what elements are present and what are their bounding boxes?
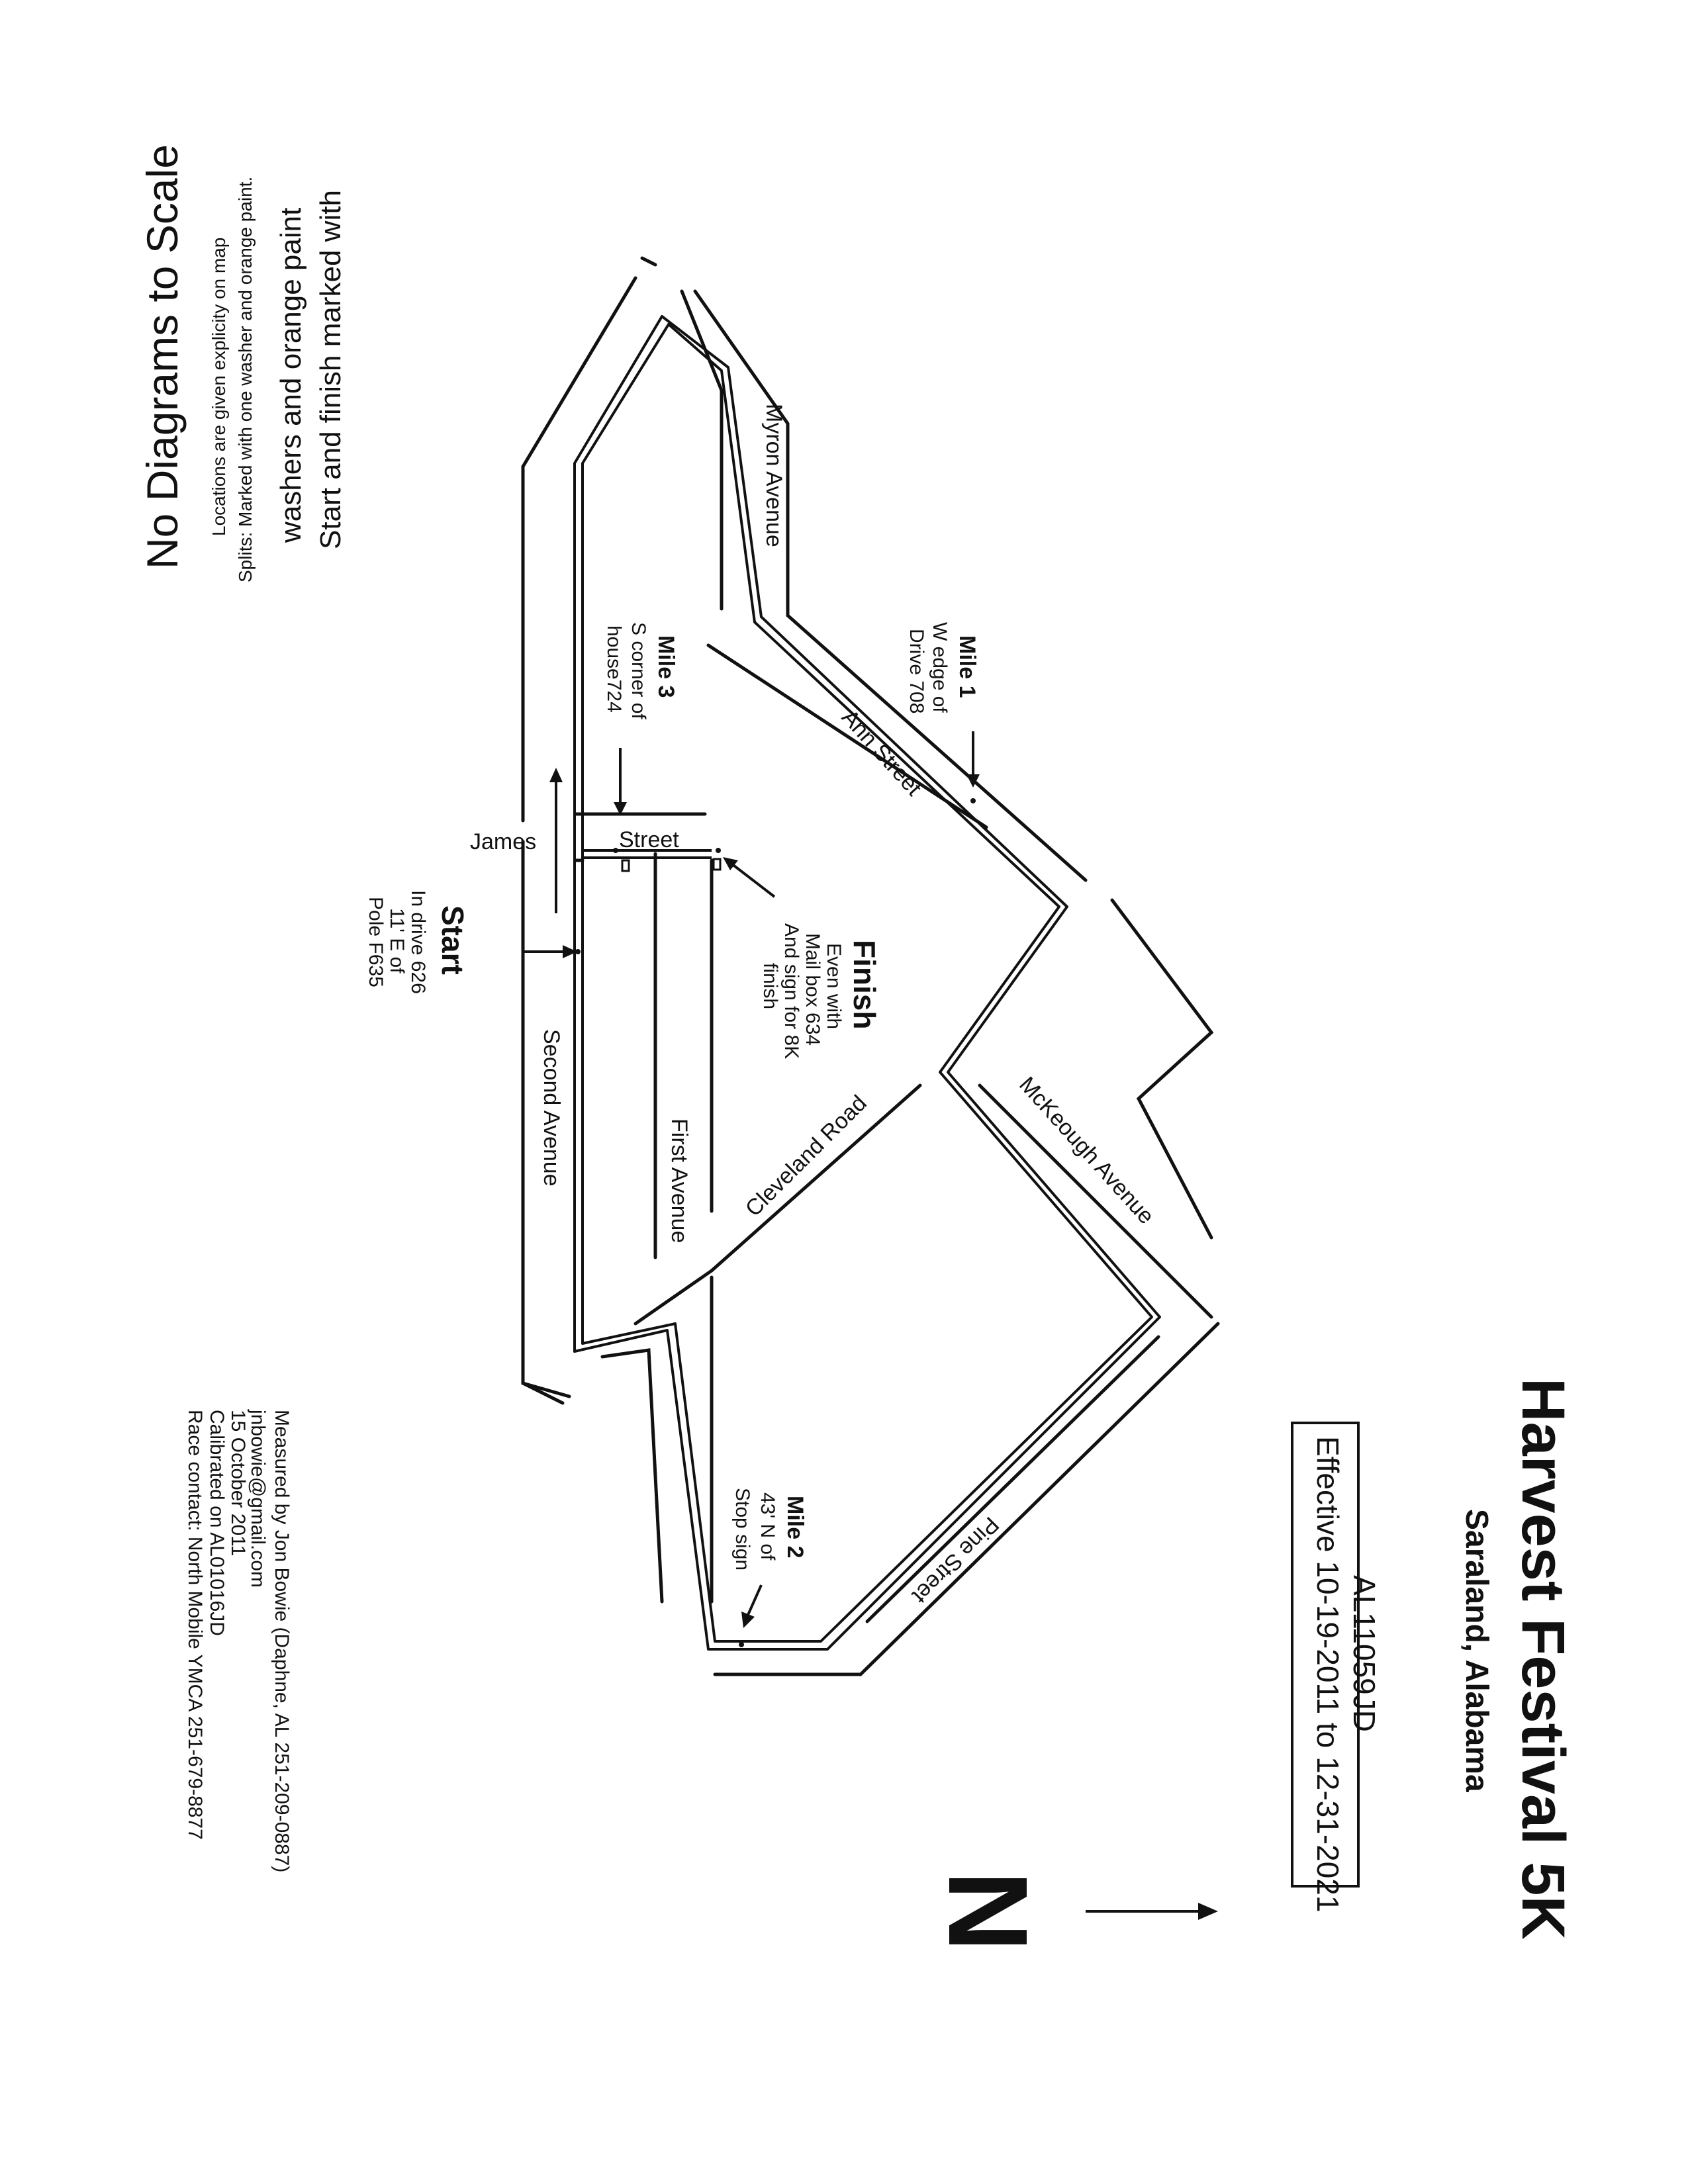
direction-arrow-head [549,768,563,782]
pine-street-edge-inner [865,1335,1160,1623]
street-edges [521,256,1220,1676]
mile-1-title: Mile 1 [955,635,980,698]
splits-note-line1: Splits: Marked with one washer and orang… [235,177,256,582]
mile-1-line1: W edge of [929,622,951,713]
mile-2-line2: Stop sign [731,1488,753,1570]
north-label: N [925,1871,1051,1952]
label-james: James [470,829,536,854]
cleveland-road-edge-south [633,1269,714,1326]
label-first-avenue: First Avenue [667,1118,692,1243]
label-second-avenue: Second Avenue [539,1029,564,1187]
start-arrow-head [563,945,577,958]
finish-arrow-head [723,857,738,870]
label-myron-avenue: Myron Avenue [761,404,786,547]
label-ann-street: Ann Street [837,705,927,801]
race-contact: Race contact: North Mobile YMCA 251-679-… [184,1410,206,1840]
mile-2-marker: Mile 2 43' N of Stop sign [731,1488,808,1628]
finish-line4: finish [759,963,781,1009]
calibration: Calibrated on AL01016JD [206,1410,228,1636]
mile-3-line2: house724 [603,625,625,713]
certification-effective: Effective 10-19-2011 to 12-31-2021 [1311,1436,1345,1912]
myron-avenue-edge-outer [693,289,790,617]
measurement-credits: Measured by Jon Bowie (Daphne, AL 251-20… [184,1409,293,1872]
marking-note-line2: washers and orange paint [275,208,307,543]
washer-mile-3 [613,848,618,853]
cleveland-road-edge-north [710,1083,922,1273]
mile-3-marker: Mile 3 S corner of house724 [603,622,679,815]
mile-2-arrow-head [741,1612,755,1628]
certification-code: AL11059JD [1347,1575,1382,1732]
mile-1-marker: Mile 1 W edge of Drive 708 [906,622,980,788]
splits-note-line2: Locations are given explicity on map [209,238,229,536]
second-avenue-lower-outer [521,1381,565,1405]
mckeough-avenue-edge-outer [978,1083,1213,1319]
washer-finish [716,848,721,853]
finish-line3: And sign for 8K [780,923,802,1059]
finish-title: Finish [847,940,882,1029]
ann-street-edge-north [786,614,1088,882]
label-mckeough-avenue: McKeough Avenue [1014,1072,1159,1229]
route-outline [581,323,1153,1643]
mailbox-symbol [712,858,722,871]
finish-arrow [730,862,776,898]
start-marker: Start In drive 626 11' E of Pole F635 [365,768,577,994]
second-avenue-lower-edge [600,1348,664,1604]
mckeough-avenue-edge-north [1110,898,1214,1240]
start-line2: 11' E of [386,908,408,974]
marking-notes: Start and finish marked with washers and… [138,144,347,582]
mile-2-title: Mile 2 [782,1496,808,1558]
title-block: Harvest Festival 5K Saraland, Alabama AL… [1291,1378,1577,1940]
second-avenue-edge [521,841,571,1398]
label-pine-street: Pine Street [907,1512,1004,1608]
label-cleveland-road: Cleveland Road [741,1091,872,1222]
mile-2-line1: 43' N of [757,1492,778,1561]
route-inner-line [573,315,1161,1651]
mile-3-line1: S corner of [628,622,649,719]
start-title: Start [436,905,470,975]
landmarks [575,798,976,1647]
certification-box [1291,1422,1360,1888]
race-location: Saraland, Alabama [1459,1509,1494,1792]
myron-avenue-edge-left [680,289,724,611]
scale-note: No Diagrams to Scale [138,144,187,569]
measured-date: 15 October 2011 [227,1410,249,1556]
second-avenue-upper-edge [521,276,637,469]
finish-line2: Mail box 634 [802,933,823,1046]
finish-marker: Finish Even with Mail box 634 And sign f… [723,857,882,1059]
pole-symbol [621,859,630,872]
washer-mile-1 [970,798,976,803]
washer-start [575,949,581,954]
mile-2-arrow [747,1584,763,1615]
finish-line1: Even with [823,943,845,1029]
mile-3-title: Mile 3 [653,635,679,698]
race-route [573,315,1161,1651]
mile-1-arrow-head [966,774,980,788]
mile-1-line2: Drive 708 [906,629,927,713]
north-arrow-head [1198,1903,1218,1920]
measured-by: Measured by Jon Bowie (Daphne, AL 251-20… [271,1410,293,1872]
myron-avenue-edge-right [640,256,657,267]
marking-note-line1: Start and finish marked with [314,190,347,549]
contact-email: jnbowie@gmail.com [247,1409,269,1588]
race-title: Harvest Festival 5K [1509,1378,1577,1940]
washer-mile-2 [739,1642,744,1647]
mile-3-arrow-head [614,802,627,815]
north-arrow: N [925,1871,1218,1952]
label-street: Street [619,827,679,852]
start-line3: Pole F635 [365,897,387,987]
pine-street-edge [713,1322,1220,1676]
start-line1: In drive 626 [407,890,429,994]
